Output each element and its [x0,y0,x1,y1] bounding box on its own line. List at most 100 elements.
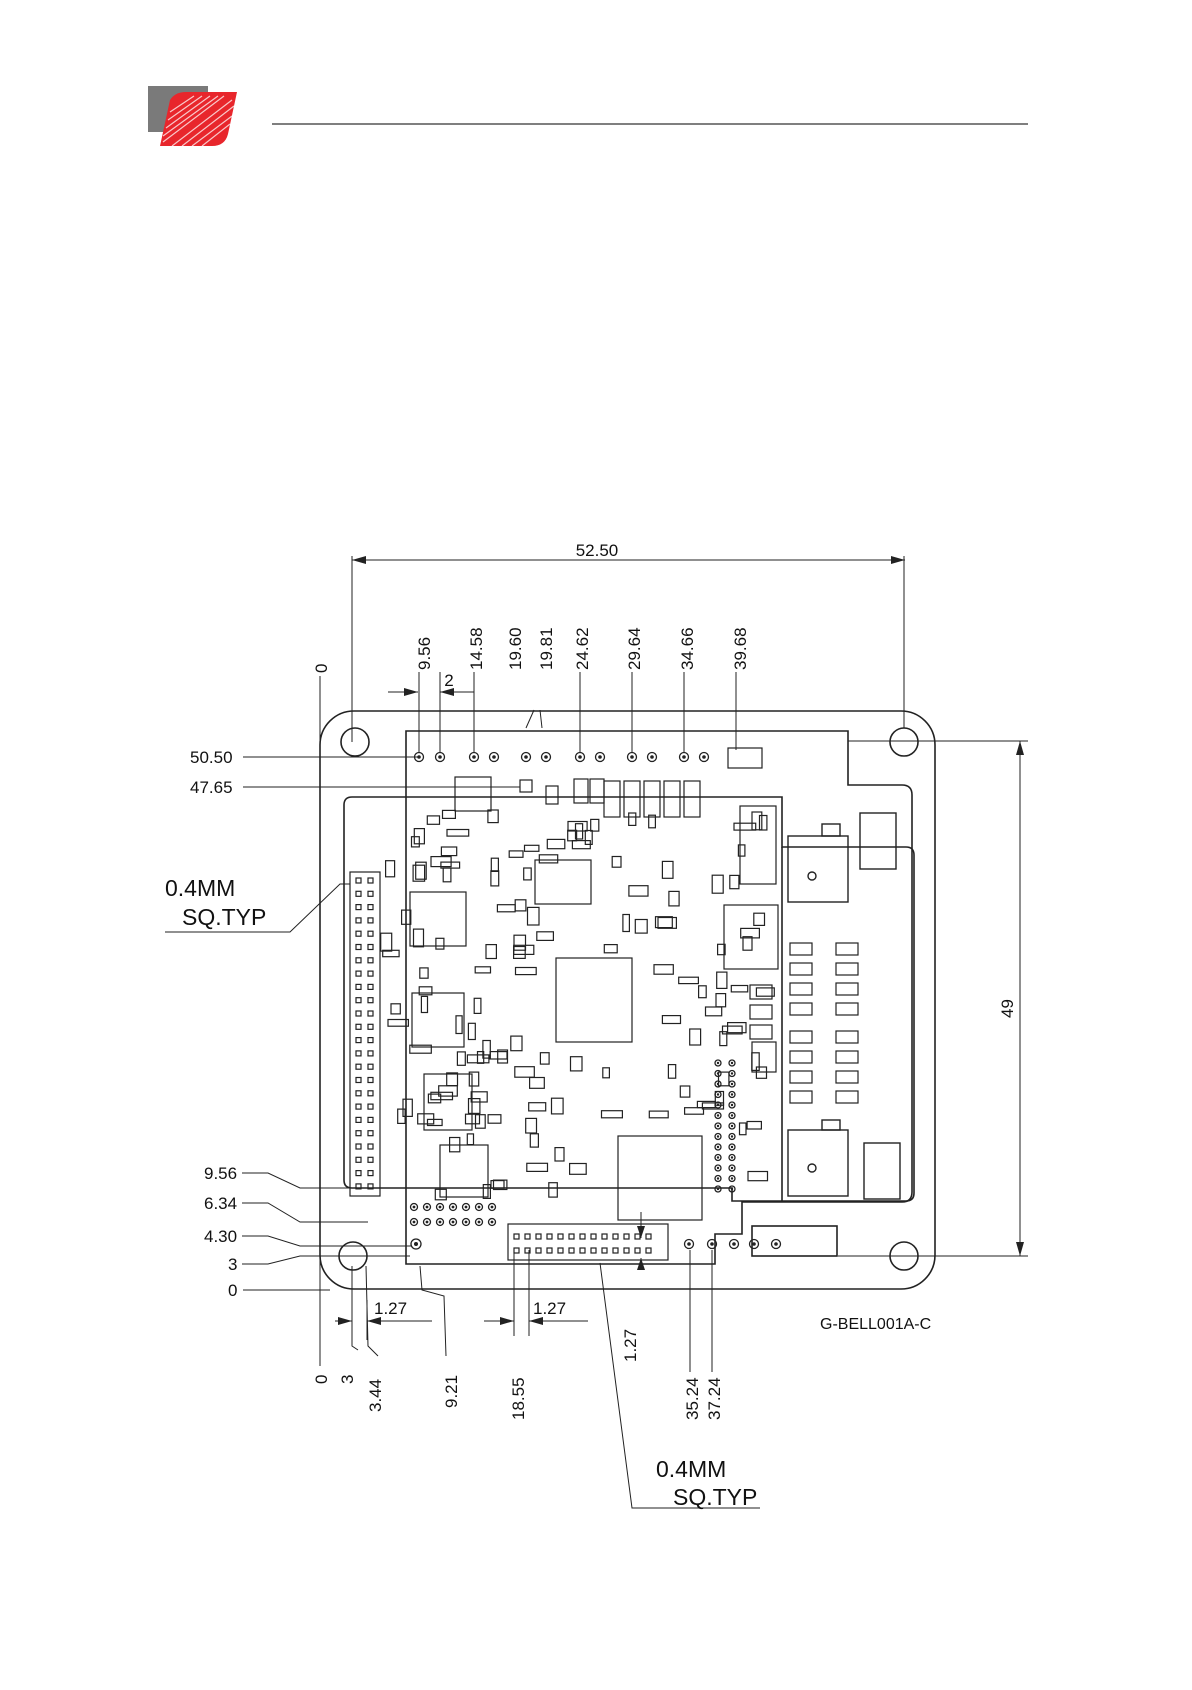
bottom-header-pad [635,1234,640,1239]
header-pad [368,878,373,883]
top-pin-center [578,755,582,759]
smd-component [555,1148,564,1161]
resistor-pad [790,1051,812,1063]
regulator [604,781,620,817]
field-pin-center [731,1072,733,1074]
header-pad [356,1104,361,1109]
side-block-lower [864,1143,900,1199]
smd-component [456,1016,462,1034]
header-pad [356,891,361,896]
bottom-header-pad [591,1248,596,1253]
smd-component [756,1067,766,1078]
smd-component [680,1086,690,1097]
smd-component [412,837,420,847]
resistor-pad [790,983,812,995]
header-pad [356,878,361,883]
smd-component [740,1123,747,1135]
bottom-header-pad [580,1234,585,1239]
header-pad [368,891,373,896]
dim-x-9-56: 9.56 [415,637,434,670]
top-small-connector [728,748,762,768]
field-pin-center [731,1062,733,1064]
field-pin-center [731,1114,733,1116]
smd-component [486,945,496,959]
bottom-pin-center [452,1206,455,1209]
resistor-pad [836,1051,858,1063]
note-pin-size-bottom: 0.4MM [656,1456,726,1482]
resistor-pad [790,1071,812,1083]
smd-component [386,861,395,877]
smd-component [719,1072,729,1086]
smd-component [706,1007,722,1016]
dim-y-47-65: 47.65 [190,778,233,797]
field-pin-center [717,1083,719,1085]
smd-component [443,810,456,818]
smd-component [414,929,424,947]
dim-pitch-left: 1.27 [374,1299,407,1318]
resistor-pad [836,1091,858,1103]
company-logo [148,86,237,146]
smd-component [491,871,499,886]
connector-lower-hole [808,1164,816,1172]
header-pad [368,1024,373,1029]
smd-component [511,1036,522,1051]
bottom-header-pad [558,1234,563,1239]
side-block-upper [860,813,896,869]
smd-component [475,967,490,973]
smd-component [468,1023,475,1039]
regulator [624,781,640,817]
field-pin-center [731,1156,733,1158]
field-pin-center [717,1114,719,1116]
smd-component [612,857,621,868]
smd-component [716,994,726,1007]
resistor-pad [790,1091,812,1103]
ic-chip [618,1136,702,1220]
dim-overall-width: 52.50 [576,541,619,560]
bottom-header-pad [536,1234,541,1239]
smd-component [403,1099,412,1116]
smd-component [571,1057,583,1071]
smd-component [428,1119,443,1125]
header-pad [368,1117,373,1122]
ic-chip [440,1145,488,1197]
smd-component [679,977,699,983]
drawing-reference-code: G-BELL001A-C [820,1316,931,1333]
ic-chip [556,958,632,1042]
smd-component [525,845,539,851]
bottom-header-pad [558,1248,563,1253]
smd-component [435,1189,446,1200]
bottom-pin-center [452,1221,455,1224]
smd-component [537,932,554,941]
header-pad [356,918,361,923]
smd-component [447,1073,458,1086]
field-pin-center [717,1135,719,1137]
note-sq-typ-bottom: SQ.TYP [673,1484,757,1510]
field-pin-center [717,1177,719,1179]
bottom-header-pad [536,1248,541,1253]
smd-component [469,1099,480,1114]
note-pin-size-top: 0.4MM [165,875,235,901]
field-pin-center [731,1188,733,1190]
regulator [664,781,680,817]
smd-component [699,986,707,998]
header-pad [356,998,361,1003]
dim-overall-height: 49 [998,999,1017,1018]
dim-x-19-60: 19.60 [506,627,525,670]
smd-component [441,847,456,856]
smd-component [635,920,647,934]
field-pin-center [731,1135,733,1137]
smd-component [748,1172,768,1181]
resistor-pad [836,1003,858,1015]
bottom-pin-center [413,1206,416,1209]
dim-x-19-81: 19.81 [537,627,556,670]
smd-component [649,1111,668,1118]
connector-upper-tab [822,824,840,836]
connector-lower-tab [822,1120,840,1130]
field-pin-center [731,1093,733,1095]
dim-bx-35-24: 35.24 [683,1377,702,1420]
top-pin-center [524,755,528,759]
field-pin-center [717,1104,719,1106]
smd-component [760,816,767,831]
dim-bx-0: 0 [312,1375,331,1384]
